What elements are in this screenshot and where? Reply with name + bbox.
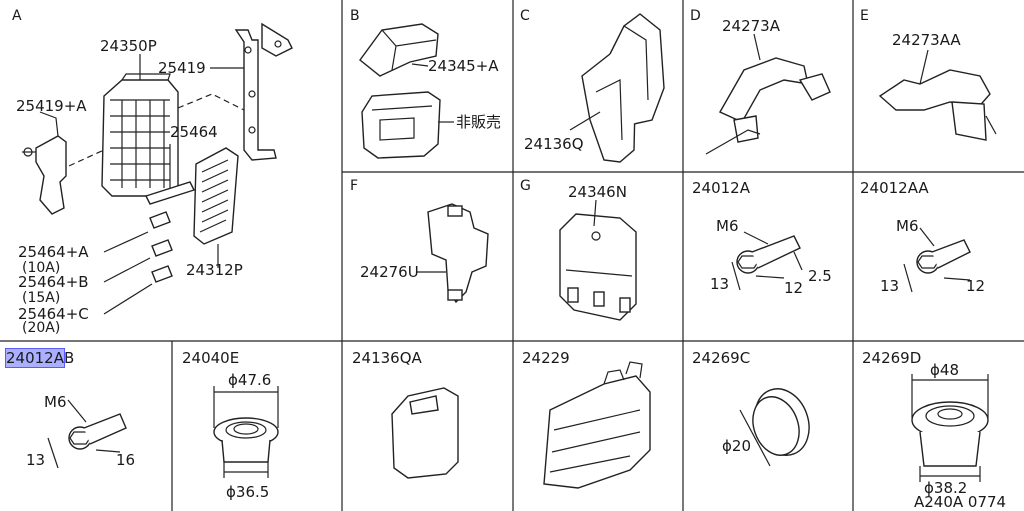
not-for-sale-note: 非販売 xyxy=(456,113,502,131)
dim-12-a: 12 xyxy=(784,279,804,297)
part-24012ab: 24012AB xyxy=(5,348,75,368)
part-24312P: 24312P xyxy=(186,261,243,279)
part-25464-a: 25464+A xyxy=(18,243,89,261)
fuse-box-assembly-drawing xyxy=(22,22,293,315)
part-24012aa: 24012AA xyxy=(860,179,929,197)
part-25464-b-rating: (15A) xyxy=(22,290,61,306)
part-24040e: 24040E xyxy=(182,349,240,367)
dim-2-5: 2.5 xyxy=(808,267,832,285)
part-25464-c-rating: (20A) xyxy=(22,320,61,336)
part-25464-b: 25464+B xyxy=(18,273,89,291)
part-24273aa: 24273AA xyxy=(892,31,961,49)
part-25464-c: 25464+C xyxy=(18,305,89,323)
part-24012ab-suffix: B xyxy=(63,349,75,367)
part-24273a: 24273A xyxy=(722,17,780,35)
part-24136qa: 24136QA xyxy=(352,349,422,367)
dim-16-ab: 16 xyxy=(116,451,136,469)
dim-12-aa: 12 xyxy=(966,277,986,295)
part-24346n: 24346N xyxy=(568,183,627,201)
part-24276u: 24276U xyxy=(360,263,419,281)
thread-m6-aa: M6 xyxy=(896,217,919,235)
panel-c-letter: C xyxy=(520,8,530,24)
part-24229: 24229 xyxy=(522,349,570,367)
dim-38-2: ϕ38.2 xyxy=(924,479,968,497)
dim-47-6: ϕ47.6 xyxy=(228,371,272,389)
part-24269c: 24269C xyxy=(692,349,751,367)
drawing-number: A240A 0774 xyxy=(914,493,1007,511)
panel-f-letter: F xyxy=(350,178,359,194)
dim-20: ϕ20 xyxy=(722,437,751,455)
part-25419-a: 25419+A xyxy=(16,97,87,115)
thread-m6-ab: M6 xyxy=(44,393,67,411)
panel-b-letter: B xyxy=(350,8,360,24)
dim-13-ab: 13 xyxy=(26,451,46,469)
part-24345-a: 24345+A xyxy=(428,57,499,75)
part-24269d: 24269D xyxy=(862,349,922,367)
panel-e-letter: E xyxy=(860,8,869,24)
panel-a-letter: A xyxy=(12,8,22,24)
part-25464-a-rating: (10A) xyxy=(22,260,61,276)
dim-13-aa: 13 xyxy=(880,277,900,295)
panel-g-letter: G xyxy=(520,178,531,194)
part-24136q: 24136Q xyxy=(524,135,584,153)
thread-m6-a: M6 xyxy=(716,217,739,235)
dim-13-a: 13 xyxy=(710,275,730,293)
panel-d-letter: D xyxy=(690,8,701,24)
dim-48: ϕ48 xyxy=(930,361,959,379)
part-25419: 25419 xyxy=(158,59,206,77)
part-25464: 25464 xyxy=(170,123,218,141)
dim-36-5: ϕ36.5 xyxy=(226,483,270,501)
part-24350P: 24350P xyxy=(100,37,157,55)
part-24012ab-highlight: 24012A xyxy=(5,348,65,368)
part-24012a: 24012A xyxy=(692,179,750,197)
